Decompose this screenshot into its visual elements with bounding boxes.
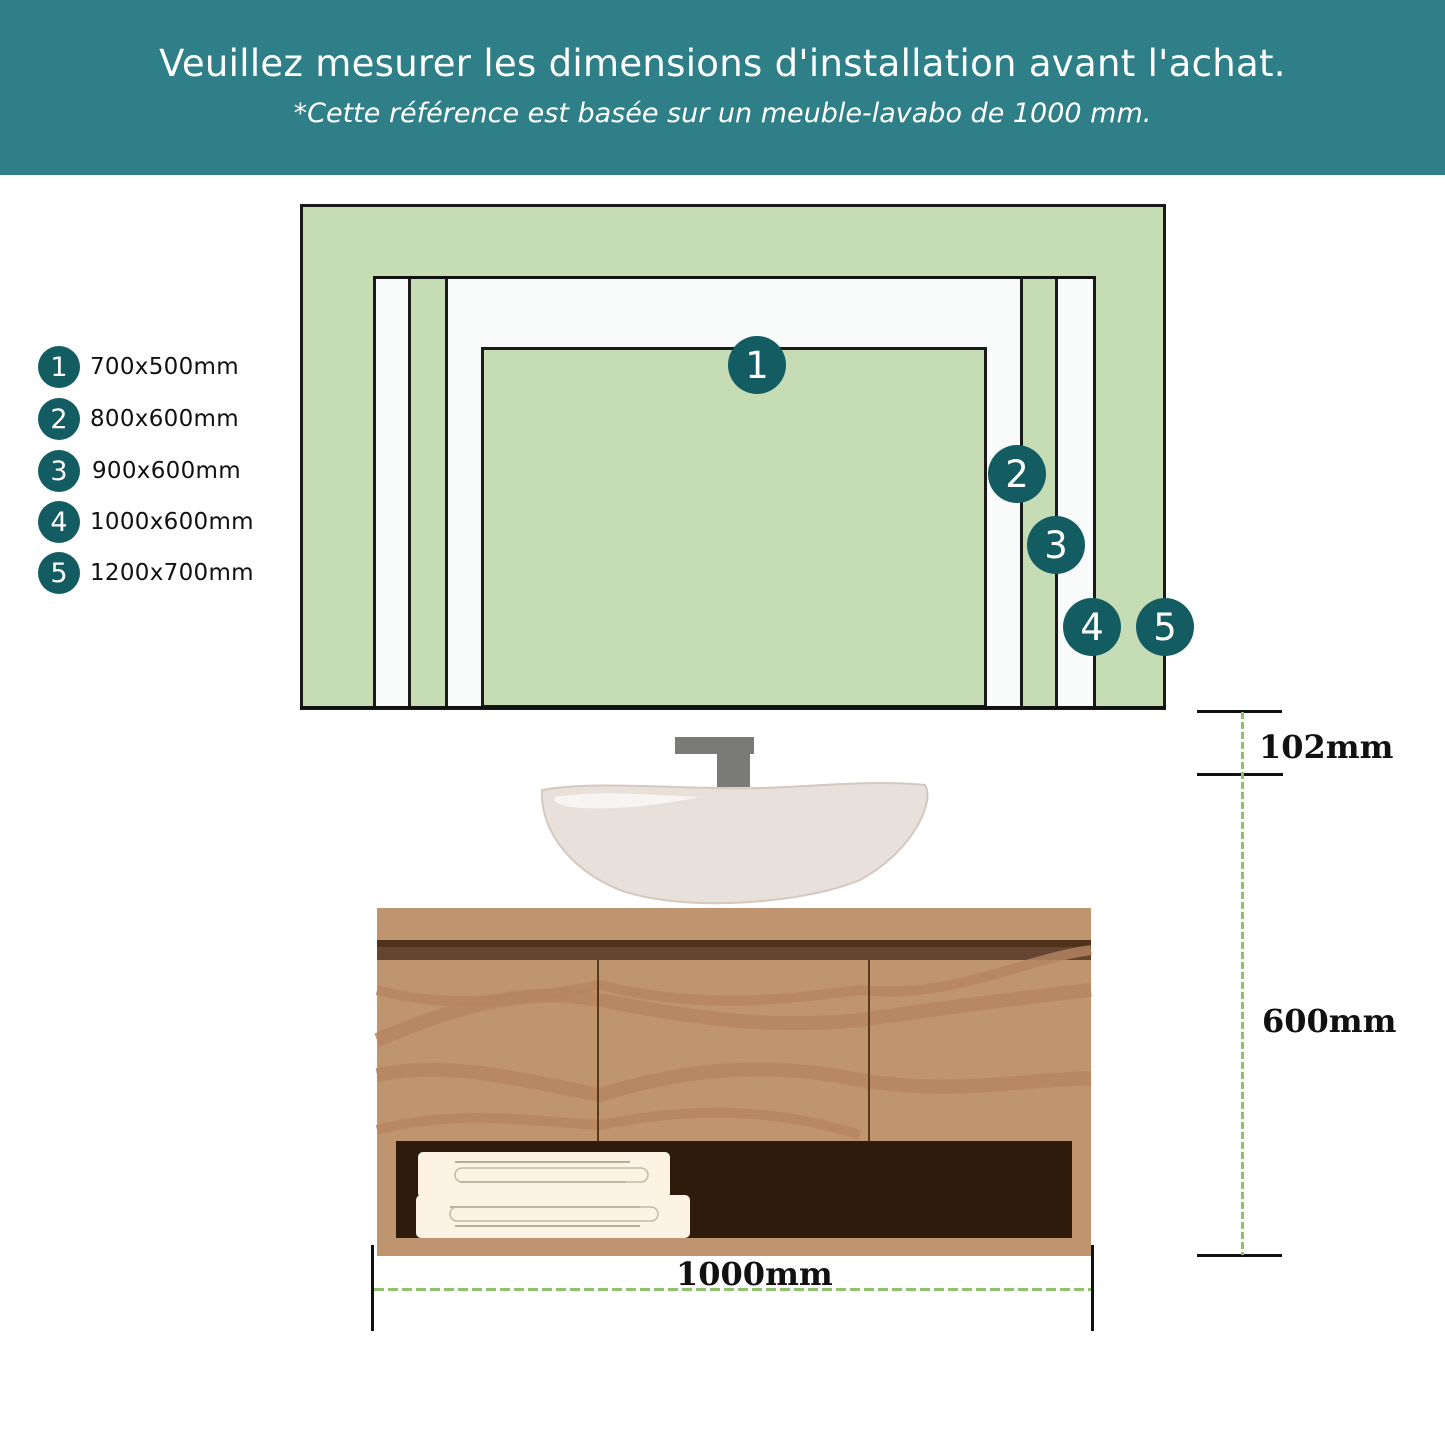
horizontal-dimension-line bbox=[374, 1288, 1091, 1291]
legend-size-label: 800x600mm bbox=[90, 406, 239, 432]
legend-size-label: 700x500mm bbox=[90, 354, 239, 380]
number-badge-4: 4 bbox=[38, 501, 80, 543]
number-badge-3: 3 bbox=[38, 450, 80, 492]
vessel-sink-icon bbox=[540, 782, 929, 905]
legend-item: 5 1200x700mm bbox=[38, 552, 254, 594]
legend-item: 1 700x500mm bbox=[38, 346, 239, 388]
number-badge-2: 2 bbox=[38, 398, 80, 440]
number-badge-1: 1 bbox=[38, 346, 80, 388]
legend-item: 2 800x600mm bbox=[38, 398, 239, 440]
dim-tick-right bbox=[1091, 1245, 1094, 1331]
frame-badge-2: 2 bbox=[988, 445, 1046, 503]
frame-badge-5: 5 bbox=[1136, 598, 1194, 656]
frame-badge-1: 1 bbox=[728, 336, 786, 394]
header-banner: Veuillez mesurer les dimensions d'instal… bbox=[0, 0, 1445, 175]
page-subtitle: *Cette référence est basée sur un meuble… bbox=[293, 98, 1152, 129]
towels-icon bbox=[416, 1152, 690, 1238]
gap-dimension-label: 102mm bbox=[1259, 728, 1394, 766]
height-dimension-label: 600mm bbox=[1262, 1002, 1397, 1040]
legend-item: 3 900x600mm bbox=[38, 450, 241, 492]
legend-item: 4 1000x600mm bbox=[38, 501, 254, 543]
vertical-dimension-line bbox=[1241, 712, 1244, 1255]
dim-tick-left bbox=[371, 1245, 374, 1331]
frame-badge-4: 4 bbox=[1063, 598, 1121, 656]
faucet-icon bbox=[675, 737, 754, 787]
page-title: Veuillez mesurer les dimensions d'instal… bbox=[159, 42, 1286, 85]
frame-badge-3: 3 bbox=[1027, 516, 1085, 574]
legend-size-label: 1000x600mm bbox=[90, 509, 254, 535]
dim-tick-bottom bbox=[1197, 1254, 1282, 1257]
legend-size-label: 1200x700mm bbox=[90, 560, 254, 586]
legend-size-label: 900x600mm bbox=[92, 458, 241, 484]
frame-size-1 bbox=[481, 347, 987, 708]
frame-top-border bbox=[373, 276, 1096, 279]
dim-tick-top bbox=[1197, 710, 1282, 713]
width-dimension-label: 1000mm bbox=[676, 1255, 833, 1293]
frame-bottom-border bbox=[300, 706, 1166, 709]
dim-tick-middle bbox=[1197, 773, 1283, 776]
number-badge-5: 5 bbox=[38, 552, 80, 594]
